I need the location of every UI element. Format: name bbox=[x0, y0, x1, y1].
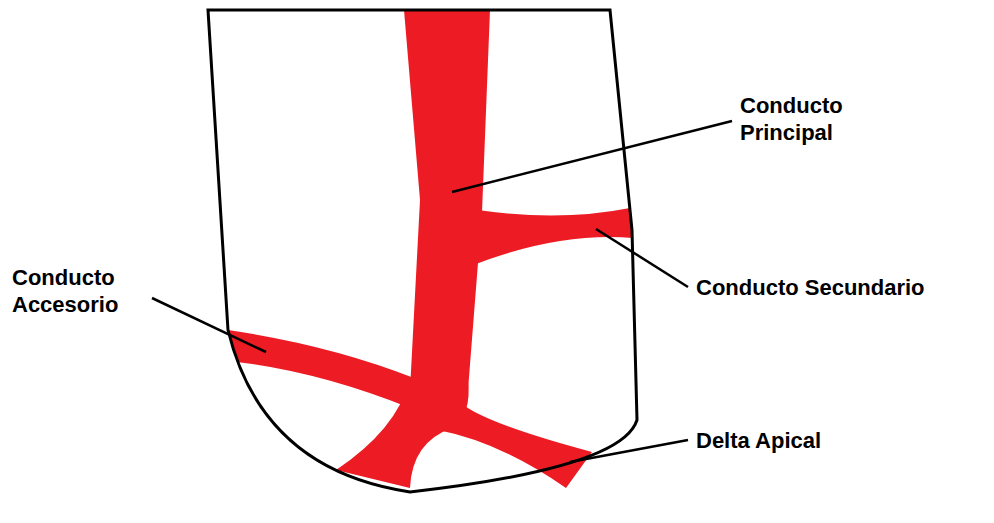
apical-delta-left bbox=[336, 380, 469, 488]
leader-line bbox=[596, 229, 688, 287]
leader-lines bbox=[152, 121, 732, 462]
root-ground bbox=[208, 10, 637, 492]
part-label: Conducto Accesorio bbox=[12, 264, 152, 318]
main-canal bbox=[404, 10, 490, 390]
secondary-canal bbox=[476, 208, 633, 264]
part-label: Delta Apical bbox=[696, 427, 896, 454]
root-outline bbox=[208, 10, 637, 492]
root-canals bbox=[228, 10, 633, 488]
part-label: Conducto Principal bbox=[740, 92, 880, 146]
part-label: Conducto Secundario bbox=[696, 274, 986, 301]
leader-line bbox=[570, 440, 688, 462]
apical-delta-right bbox=[438, 398, 592, 488]
leader-line bbox=[452, 121, 732, 192]
leader-line bbox=[152, 298, 266, 352]
